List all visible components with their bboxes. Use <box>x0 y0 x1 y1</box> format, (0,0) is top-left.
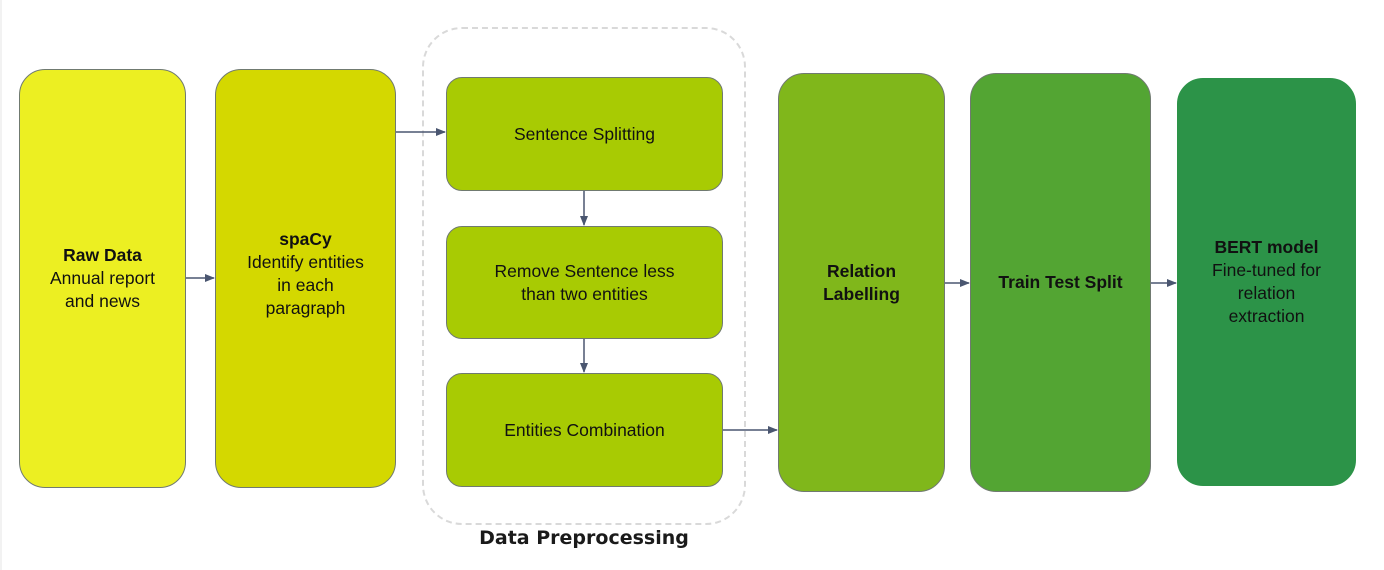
node-text: Entities Combination <box>504 419 665 440</box>
node-title: BERT model <box>1214 237 1319 257</box>
node-text: and news <box>65 291 140 311</box>
node-text: relation <box>1237 283 1296 303</box>
node-text: Annual report <box>49 268 156 288</box>
node-text: Identify entities <box>247 251 364 272</box>
node-bert-model: BERT model Fine-tuned for relation extra… <box>1177 78 1356 486</box>
node-text: in each <box>277 274 334 295</box>
node-entities-combination: Entities Combination <box>446 373 723 487</box>
node-train-test-split: Train Test Split <box>970 73 1151 492</box>
node-remove-sentence: Remove Sentence less than two entities <box>446 226 723 339</box>
node-title: Relation <box>826 260 897 281</box>
node-sentence-splitting: Sentence Splitting <box>446 77 723 191</box>
data-preprocessing-group <box>422 27 746 525</box>
left-border <box>0 0 2 570</box>
node-relation-labelling: Relation Labelling <box>778 73 945 492</box>
node-text: Fine-tuned for <box>1212 260 1321 280</box>
node-title: Raw Data <box>63 245 142 265</box>
node-title-line2: Labelling <box>823 283 900 304</box>
node-title: spaCy <box>279 228 332 249</box>
node-spacy: spaCy Identify entities in each paragrap… <box>215 69 396 488</box>
node-title: Train Test Split <box>998 272 1123 292</box>
node-raw-data: Raw Data Annual report and news <box>19 69 186 488</box>
node-text: extraction <box>1228 306 1305 326</box>
group-label: Data Preprocessing <box>479 527 689 549</box>
node-text: Sentence Splitting <box>513 123 656 144</box>
node-text: than two entities <box>521 283 648 304</box>
node-text: paragraph <box>265 297 346 318</box>
node-text: Remove Sentence less <box>494 260 675 281</box>
